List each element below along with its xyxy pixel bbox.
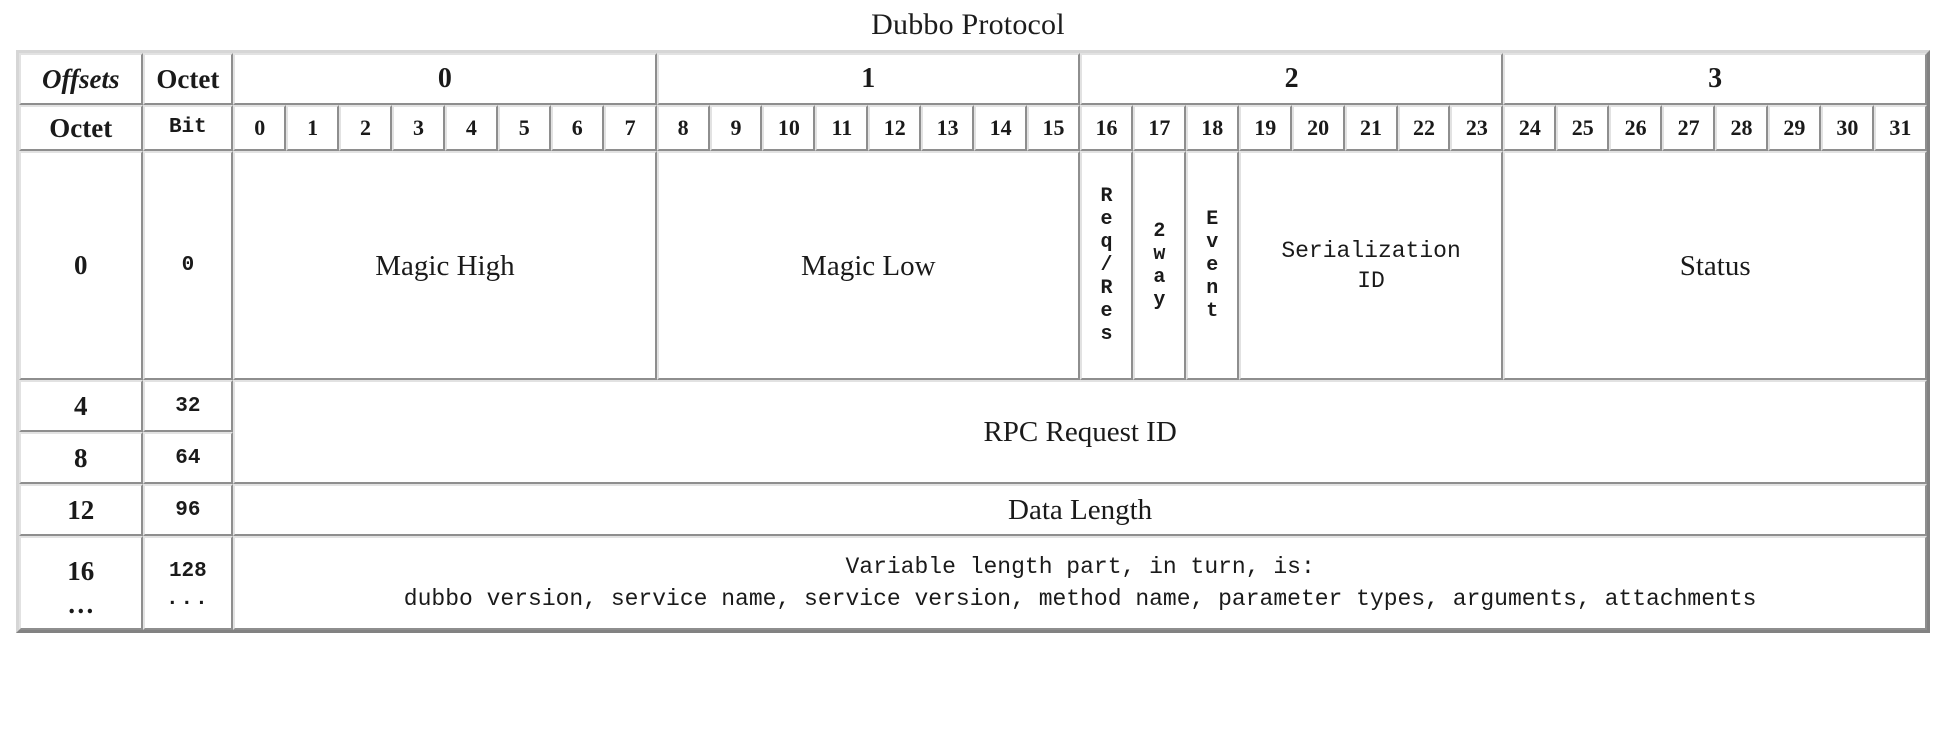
bit-label-1: 1 — [286, 105, 340, 151]
bit-label-28: 28 — [1715, 105, 1768, 151]
vchar: a — [1153, 265, 1166, 289]
packet-row-12: 12 96 Data Length — [19, 484, 1927, 536]
bit-label-19: 19 — [1238, 105, 1292, 151]
header-octet-top: Octet — [142, 53, 234, 105]
vchar: E — [1206, 208, 1219, 231]
bit-label-30: 30 — [1820, 105, 1874, 151]
bit-label-9: 9 — [709, 105, 763, 151]
offset-octet-16-value: 16 — [67, 555, 95, 586]
vchar: n — [1206, 277, 1219, 300]
header-row-octets: Offsets Octet 0 1 2 3 — [19, 53, 1927, 105]
bit-label-25: 25 — [1556, 105, 1610, 151]
offset-bit-128-ellipsis: ... — [165, 587, 210, 611]
offset-bit-128-value: 128 — [168, 559, 207, 583]
offset-octet-16-ellipsis: … — [67, 588, 95, 619]
bit-label-27: 27 — [1662, 105, 1716, 151]
bit-label-7: 7 — [603, 105, 657, 151]
vchar: R — [1100, 185, 1113, 208]
field-2way-vertical-text: 2 w a y — [1135, 153, 1184, 378]
offset-octet-16-stack: 16 … — [21, 538, 141, 628]
bit-label-21: 21 — [1344, 105, 1398, 151]
vchar: t — [1206, 300, 1219, 323]
bit-label-5: 5 — [497, 105, 551, 151]
field-2way: 2 w a y — [1132, 151, 1186, 380]
offset-bit-96: 96 — [142, 484, 234, 536]
octet-group-2: 2 — [1079, 53, 1504, 105]
offset-bit-128: 128 ... — [142, 536, 234, 630]
bit-label-29: 29 — [1767, 105, 1821, 151]
bit-label-14: 14 — [974, 105, 1028, 151]
octet-group-0: 0 — [233, 53, 657, 105]
field-variable-length-part: Variable length part, in turn, is: dubbo… — [233, 536, 1927, 630]
field-serialization-id: Serialization ID — [1238, 151, 1504, 380]
protocol-table-wrapper: Offsets Octet 0 1 2 3 Octet Bit 0 1 2 3 … — [16, 50, 1930, 633]
octet-group-1: 1 — [656, 53, 1080, 105]
bit-label-31: 31 — [1873, 105, 1927, 151]
variable-part-line-1: Variable length part, in turn, is: — [845, 554, 1315, 580]
protocol-table: Offsets Octet 0 1 2 3 Octet Bit 0 1 2 3 … — [16, 50, 1930, 633]
vchar: w — [1153, 242, 1166, 266]
variable-part-line-2: dubbo version, service name, service ver… — [403, 586, 1757, 612]
packet-row-16: 16 … 128 ... Variable length part, in tu… — [19, 536, 1927, 630]
variable-part-text: Variable length part, in turn, is: dubbo… — [235, 547, 1925, 619]
vchar: e — [1100, 300, 1113, 323]
bit-label-24: 24 — [1503, 105, 1557, 151]
vchar: s — [1100, 323, 1113, 346]
packet-row-8: 8 64 — [19, 432, 1927, 484]
bit-label-8: 8 — [656, 105, 710, 151]
bit-label-18: 18 — [1185, 105, 1239, 151]
vchar: e — [1206, 254, 1219, 277]
bit-label-16: 16 — [1079, 105, 1133, 151]
bit-label-20: 20 — [1291, 105, 1345, 151]
offset-octet-16: 16 … — [19, 536, 143, 630]
packet-row-4: 4 32 RPC Request ID — [19, 380, 1927, 484]
vchar: R — [1100, 277, 1113, 300]
header-row-bits: Octet Bit 0 1 2 3 4 5 6 7 8 9 10 11 12 1… — [19, 105, 1927, 151]
vchar: v — [1206, 231, 1219, 254]
bit-label-12: 12 — [868, 105, 922, 151]
vchar: y — [1153, 288, 1166, 312]
field-rpc-request-id: RPC Request ID — [233, 380, 1927, 484]
bit-label-23: 23 — [1450, 105, 1504, 151]
offset-bit-0: 0 — [142, 151, 234, 380]
bit-label-4: 4 — [444, 105, 498, 151]
vchar: 2 — [1153, 219, 1166, 243]
packet-row-0: 0 0 Magic High Magic Low R e q / R e s — [19, 151, 1927, 380]
field-magic-low: Magic Low — [656, 151, 1080, 380]
offset-bit-32: 32 — [142, 380, 234, 432]
offset-bit-64: 64 — [142, 432, 234, 484]
vchar: / — [1100, 254, 1113, 277]
offset-octet-4: 4 — [19, 380, 143, 432]
field-status: Status — [1503, 151, 1927, 380]
bit-label-2: 2 — [339, 105, 392, 151]
bit-label-6: 6 — [550, 105, 604, 151]
bit-label-11: 11 — [815, 105, 869, 151]
bit-label-13: 13 — [921, 105, 975, 151]
bit-label-3: 3 — [392, 105, 445, 151]
field-magic-high: Magic High — [233, 151, 657, 380]
page-title: Dubbo Protocol — [871, 8, 1065, 41]
header-bit: Bit — [142, 105, 234, 151]
bit-label-0: 0 — [233, 105, 287, 151]
offset-bit-128-stack: 128 ... — [145, 538, 232, 628]
field-req-res-vertical-text: R e q / R e s — [1082, 153, 1131, 378]
header-octet-left: Octet — [19, 105, 143, 151]
header-offsets: Offsets — [19, 53, 143, 105]
bit-label-22: 22 — [1397, 105, 1451, 151]
offset-octet-8: 8 — [19, 432, 143, 484]
field-event: E v e n t — [1185, 151, 1239, 380]
bit-label-26: 26 — [1609, 105, 1663, 151]
field-event-vertical-text: E v e n t — [1188, 153, 1237, 378]
vchar: e — [1100, 208, 1113, 231]
field-data-length: Data Length — [233, 484, 1927, 536]
bit-label-15: 15 — [1027, 105, 1080, 151]
bit-label-17: 17 — [1132, 105, 1186, 151]
vchar: q — [1100, 231, 1113, 254]
bit-label-10: 10 — [762, 105, 816, 151]
offset-octet-0: 0 — [19, 151, 143, 380]
field-req-res: R e q / R e s — [1079, 151, 1133, 380]
offset-octet-12: 12 — [19, 484, 143, 536]
octet-group-3: 3 — [1503, 53, 1927, 105]
